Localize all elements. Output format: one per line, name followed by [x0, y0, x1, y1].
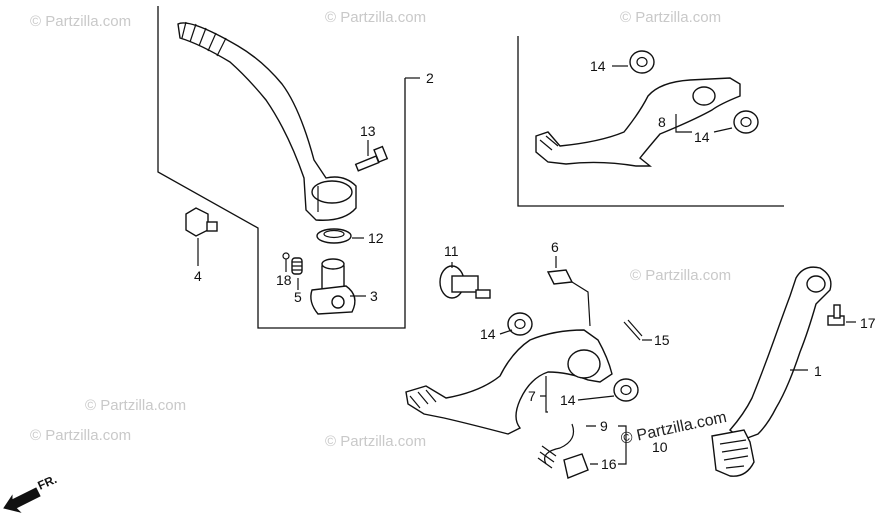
callout-7: 7	[528, 388, 536, 404]
shift-tip	[711, 429, 755, 477]
shift-pedal	[729, 266, 832, 441]
brake-pedal-group: 11 6 14 15 7 14 9 10 16	[405, 239, 670, 479]
kick-spindle-3	[310, 258, 356, 315]
brake-pedal	[405, 329, 613, 435]
watermark: © Partzilla.com	[620, 9, 721, 26]
callout-14d: 14	[560, 392, 576, 408]
pin-18	[282, 252, 290, 272]
bearing-14b	[733, 110, 759, 134]
front-label: FR.	[36, 472, 59, 493]
brake-pedal-alt-group: 14 8 14	[517, 36, 784, 207]
callout-17: 17	[860, 315, 876, 331]
group-frame	[517, 36, 784, 207]
bearing-14d	[613, 378, 639, 402]
watermark: © Partzilla.com	[30, 427, 131, 444]
callout-6: 6	[551, 239, 559, 255]
callout-16: 16	[601, 456, 617, 472]
bearing-14a	[629, 50, 655, 74]
callout-5: 5	[294, 289, 302, 305]
clip-6	[546, 269, 591, 327]
callout-11: 11	[444, 243, 459, 259]
callout-4: 4	[194, 268, 202, 284]
callout-14b: 14	[694, 129, 710, 145]
callout-10: 10	[652, 439, 668, 455]
callout-8: 8	[658, 114, 666, 130]
callout-14a: 14	[590, 58, 606, 74]
pivot-bolt-11	[439, 265, 491, 299]
shift-pivot	[806, 275, 826, 293]
kick-grip	[181, 21, 227, 57]
callout-18: 18	[276, 272, 292, 288]
callout-13: 13	[360, 123, 376, 139]
bolt-13	[354, 145, 389, 172]
kick-arm	[177, 22, 357, 221]
watermark: © Partzilla.com	[630, 267, 731, 284]
callout-12: 12	[368, 230, 384, 246]
watermark: © Partzilla.com	[30, 13, 131, 30]
bolt-17	[827, 304, 845, 326]
callout-9: 9	[600, 418, 608, 434]
group-frame	[157, 6, 406, 329]
watermark: © Partzilla.com	[85, 397, 186, 414]
kick-arm-boss	[311, 180, 353, 204]
front-arrow-icon	[3, 487, 41, 513]
kick-starter-group: 2 13 12 3 4 18 5	[157, 6, 434, 329]
callout-15: 15	[654, 332, 670, 348]
callout-14c: 14	[480, 326, 496, 342]
cotter-pin-15	[623, 319, 643, 341]
callout-2: 2	[426, 70, 434, 86]
bearing-14c	[507, 312, 533, 336]
pedal-cap-16	[563, 453, 589, 479]
watermark: © Partzilla.com	[325, 433, 426, 450]
watermark-main: © Partzilla.com	[619, 409, 728, 448]
nut-4	[185, 207, 218, 237]
watermark: © Partzilla.com	[325, 9, 426, 26]
pedal-boss	[567, 349, 601, 379]
callout-3: 3	[370, 288, 378, 304]
pedal-pivot	[692, 86, 716, 106]
brake-pedal-alt	[535, 77, 741, 167]
front-direction-indicator: FR.	[3, 472, 59, 513]
return-spring-9	[537, 423, 575, 469]
callout-1: 1	[814, 363, 822, 379]
shift-pedal-group: 17 1	[711, 266, 876, 477]
watermark-layer: © Partzilla.com © Partzilla.com © Partzi…	[30, 9, 731, 450]
spring-5	[291, 257, 303, 275]
